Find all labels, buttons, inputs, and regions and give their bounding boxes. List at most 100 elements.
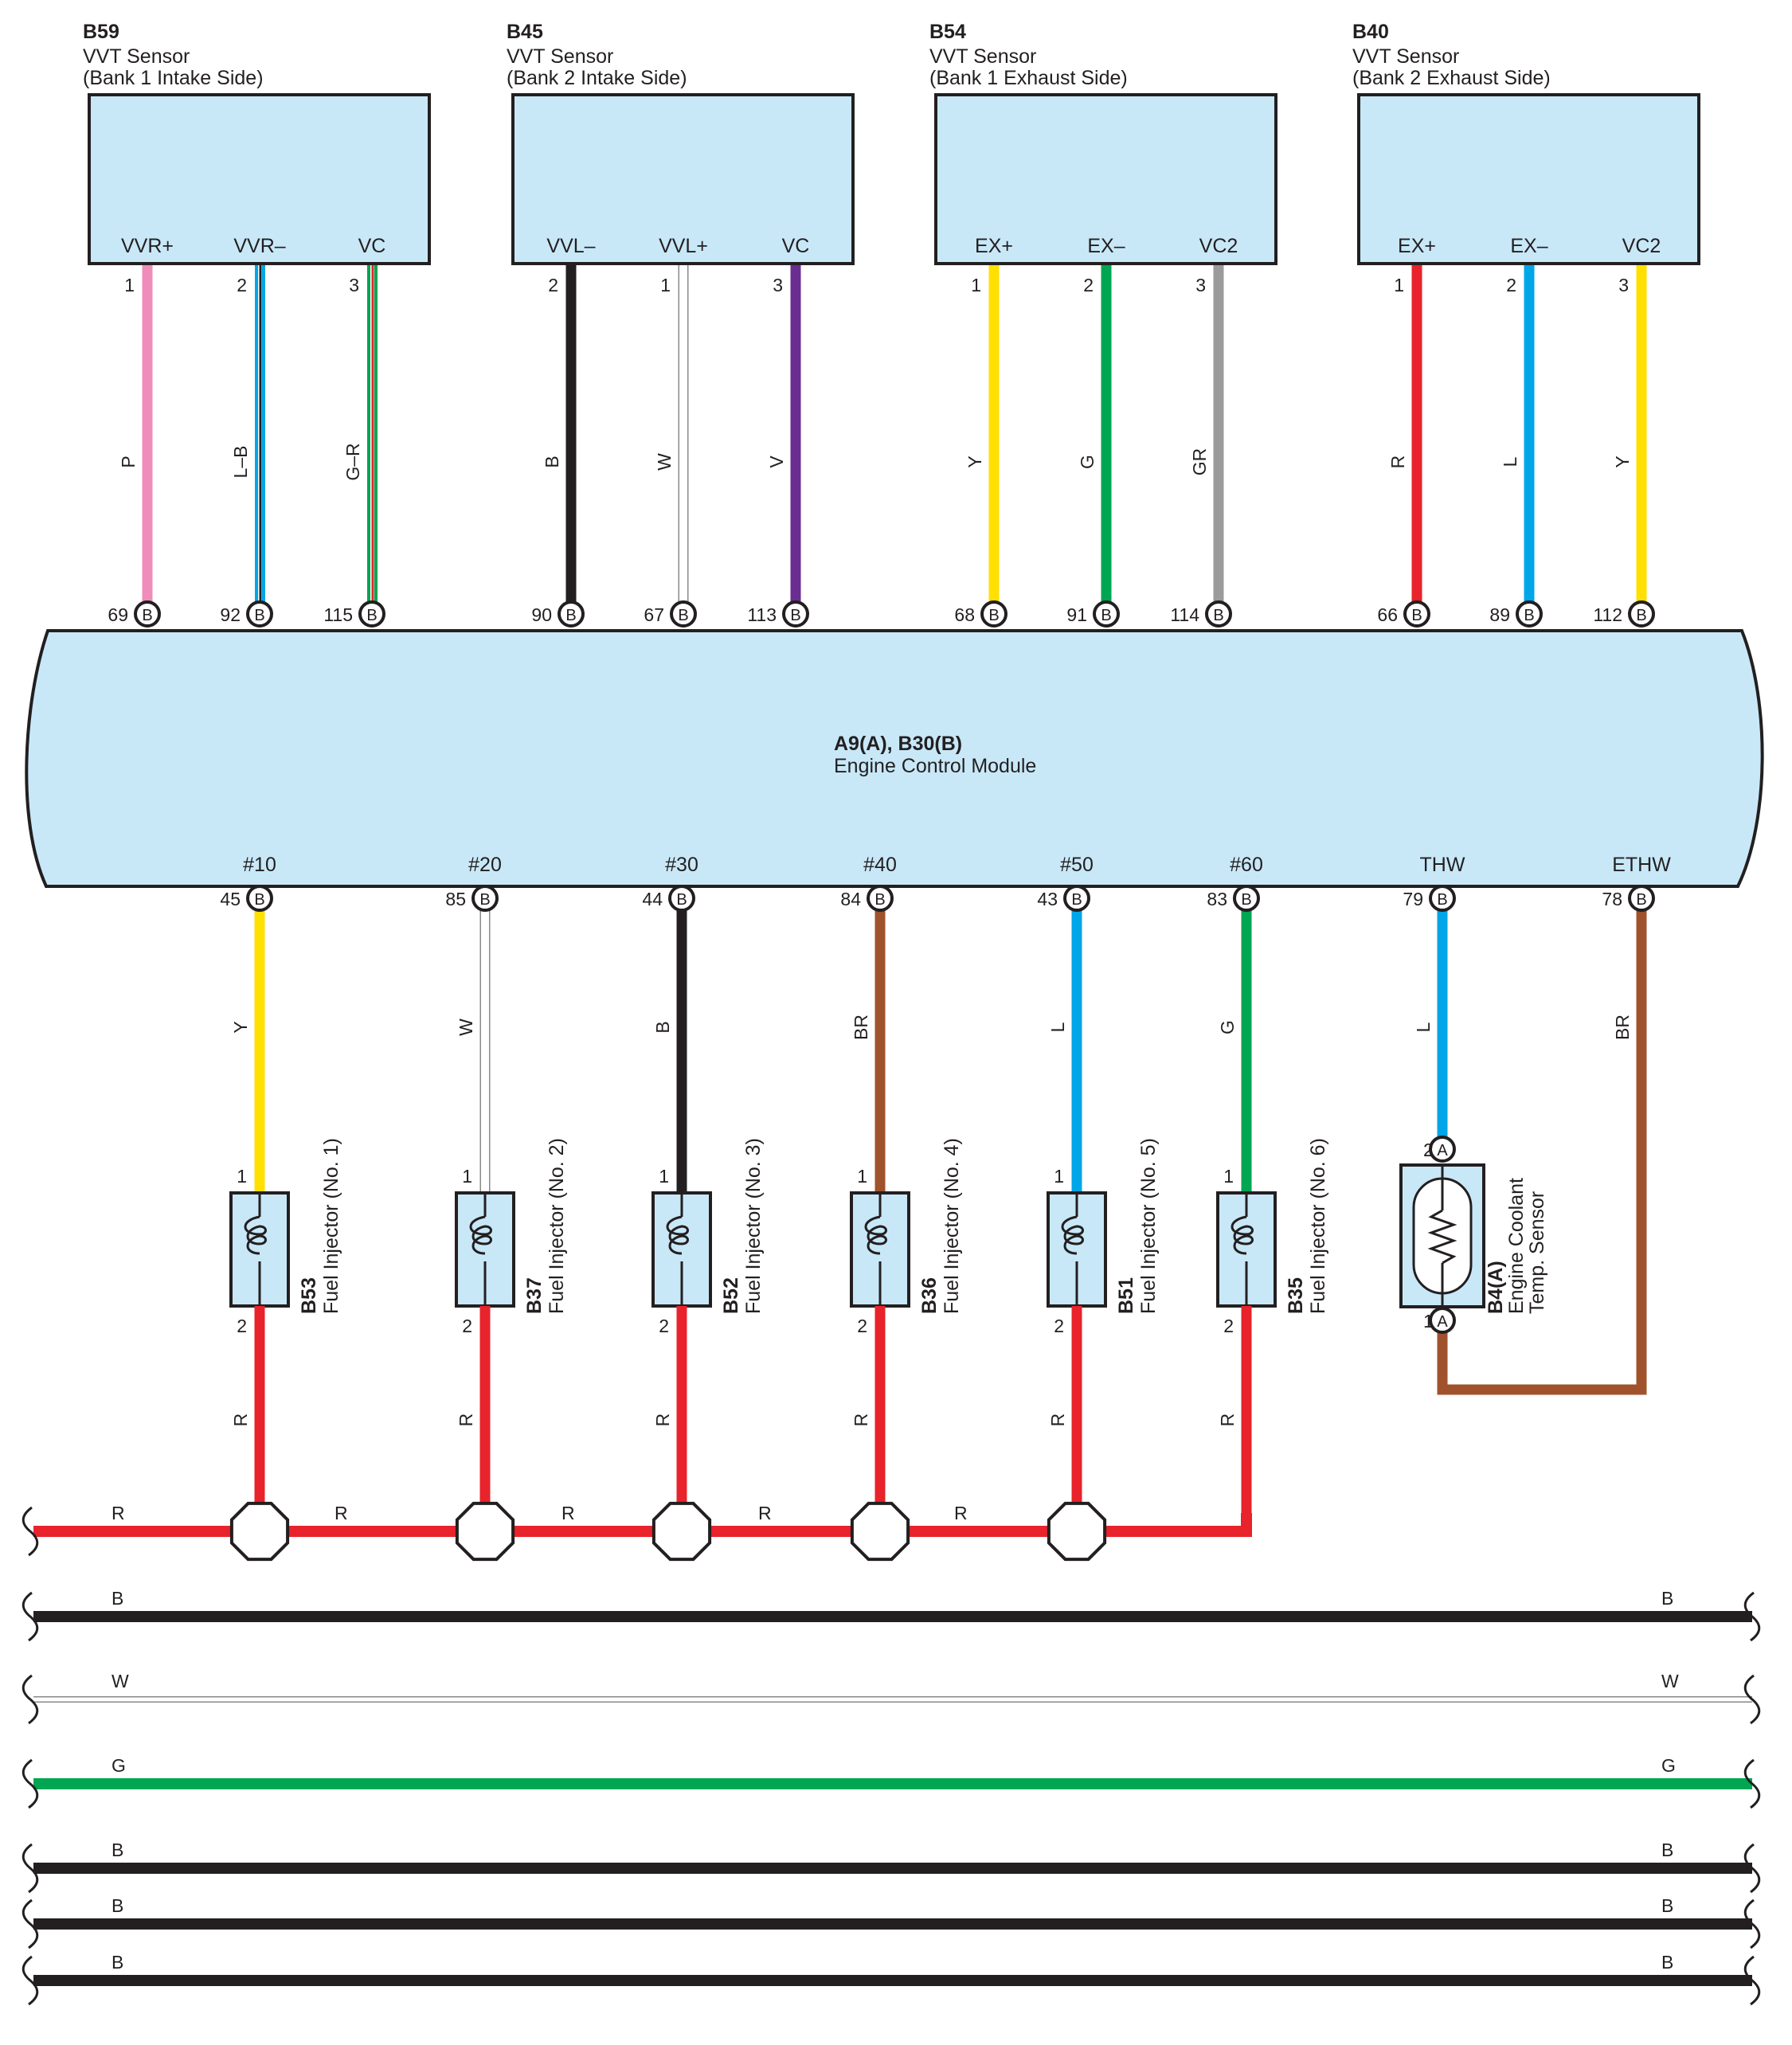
ecm-pin-3-2-number: 112 [1593, 604, 1622, 625]
ecm-bottom-pin-5-number: 83 [1207, 889, 1227, 909]
ecm-bottom-pin-5-circle-letter: B [1241, 891, 1251, 909]
sensor-2-terminal-2-name: VC2 [1199, 235, 1238, 257]
ecm-bottom-pin-0-number: 45 [220, 889, 241, 909]
sensor-3-terminal-1-name: EX– [1510, 235, 1547, 257]
bus-line-0-label-left: R [112, 1503, 125, 1523]
ecm-pin-2-1-number: 91 [1066, 604, 1087, 625]
injector-4-pin-bottom: 2 [1054, 1316, 1064, 1336]
ecm-pin-0-1-circle-letter: B [254, 607, 264, 624]
sensor-1-id: B45 [507, 21, 543, 43]
ecm-pin-3-0-circle-letter: B [1411, 607, 1422, 624]
ecm-bottom-terminal-7: ETHW [1612, 854, 1671, 876]
injector-5-name: Fuel Injector (No. 6) [1307, 1138, 1329, 1314]
sensor-2-wire-0-code: Y [964, 456, 985, 467]
sensor-1-sub: (Bank 2 Intake Side) [507, 67, 687, 89]
ecm-pin-2-2-number: 114 [1170, 604, 1199, 625]
sensor-1-terminal-1-name: VVL+ [659, 235, 708, 257]
ecm-pin-1-2-circle [782, 600, 809, 628]
sensor-0-wire-2-code: G–R [342, 443, 363, 480]
sensor-0-wire-0-code: P [118, 456, 139, 467]
sensor-1-terminal-0-name: VVL– [546, 235, 595, 257]
ecm-pin-3-1-circle [1516, 600, 1543, 628]
coolant-ground-code: BR [1612, 1015, 1633, 1040]
injector-3-name: Fuel Injector (No. 4) [941, 1138, 963, 1314]
splice-point-0-icon [229, 1501, 290, 1562]
ecm-pin-3-2-circle [1628, 600, 1655, 628]
ecm-pin-1-2-number: 113 [747, 604, 777, 625]
injector-4-coil-icon [1061, 1215, 1084, 1255]
ecm-pin-2-0-circle [980, 600, 1008, 628]
sensor-2-box [934, 93, 1277, 265]
coolant-sensor-id: B4(A) [1485, 1261, 1507, 1314]
coolant-pin-bottom-circle-letter: A [1437, 1313, 1448, 1331]
ecm-bottom-pin-7-circle [1628, 885, 1655, 912]
ecm-bottom-pin-6-circle [1429, 885, 1456, 912]
ecm-pin-0-0-circle [134, 600, 161, 628]
injector-0-return-code: R [230, 1414, 251, 1427]
injector-0-pin-bottom: 2 [237, 1316, 247, 1336]
ecm-bottom-terminal-0: #10 [243, 854, 276, 876]
sensor-1-terminal-2-name: VC [782, 235, 810, 257]
coolant-ground-wire [1437, 910, 1647, 1395]
ecm-pin-1-2-circle-letter: B [790, 607, 800, 624]
bus-line-0-segment-label-3: R [954, 1503, 968, 1523]
ecm-bottom-pin-2-number: 44 [642, 889, 663, 909]
sensor-3-terminal-2-pin: 3 [1618, 275, 1629, 295]
injector-2-signal-code: B [652, 1021, 673, 1033]
ecm-bottom-pin-1-circle [471, 885, 499, 912]
injector-5-pin-top: 1 [1223, 1166, 1234, 1187]
sensor-1-name: VVT Sensor [507, 45, 613, 68]
bus-line-5-break-right-icon [1743, 1898, 1761, 1949]
ecm-bottom-pin-0-circle-letter: B [254, 891, 264, 909]
sensor-2-id: B54 [929, 21, 966, 43]
coolant-sensor-line2: Temp. Sensor [1526, 1191, 1548, 1314]
injector-4-id: B51 [1115, 1277, 1137, 1314]
injector-3-id: B36 [918, 1277, 941, 1314]
sensor-3-wire-2-code: Y [1612, 456, 1633, 467]
injector-3-signal-code: BR [851, 1015, 871, 1040]
sensor-2-wire-2-code: GR [1189, 448, 1210, 476]
sensor-3-box [1357, 93, 1700, 265]
injector-2-id: B52 [720, 1277, 742, 1314]
sensor-2-sub: (Bank 1 Exhaust Side) [929, 67, 1128, 89]
coolant-sensor-line1: Engine Coolant [1505, 1178, 1528, 1314]
ecm-pin-3-1-number: 89 [1489, 604, 1510, 625]
bus-line-4-label-right: B [1661, 1840, 1673, 1860]
injector-4-return-code: R [1047, 1414, 1068, 1427]
ecm-bottom-pin-4-circle [1063, 885, 1090, 912]
sensor-3-wire-1-code: L [1500, 456, 1520, 467]
coolant-pin-top-circle [1429, 1136, 1456, 1163]
ecm-bottom-pin-1-number: 85 [445, 889, 466, 909]
ecm-bottom-pin-4-circle-letter: B [1071, 891, 1082, 909]
injector-0-coil-icon [244, 1215, 267, 1255]
bus-line-1-label-right: B [1661, 1588, 1673, 1609]
sensor-1-wire-0-code: B [542, 456, 562, 467]
coolant-resistor-icon [1427, 1209, 1457, 1265]
injector-6-return-bend [1195, 1513, 1252, 1537]
ecm-pin-0-2-circle-letter: B [366, 607, 377, 624]
sensor-0-terminal-2-pin: 3 [349, 275, 359, 295]
bus-line-2-break-right-icon [1743, 1674, 1761, 1725]
bus-line-6-label-right: B [1661, 1952, 1673, 1973]
splice-point-2-icon [651, 1501, 712, 1562]
ecm-bottom-pin-5-circle [1233, 885, 1260, 912]
sensor-3-terminal-0-name: EX+ [1398, 235, 1436, 257]
ecm-pin-0-1-circle [246, 600, 273, 628]
ecm-bottom-pin-3-circle [867, 885, 894, 912]
ecm-pin-0-2-circle [358, 600, 385, 628]
sensor-3-terminal-2-name: VC2 [1622, 235, 1661, 257]
bus-line-1-break-left-icon [22, 1591, 39, 1642]
sensor-0-terminal-2-name: VC [358, 235, 386, 257]
sensor-1-terminal-2-pin: 3 [773, 275, 783, 295]
injector-1-id: B37 [523, 1277, 546, 1314]
sensor-0-sub: (Bank 1 Intake Side) [83, 67, 264, 89]
ecm-bottom-pin-3-circle-letter: B [874, 891, 885, 909]
injector-0-name: Fuel Injector (No. 1) [320, 1138, 342, 1314]
bus-line-3-break-left-icon [22, 1758, 39, 1809]
bus-line-4-break-right-icon [1743, 1843, 1761, 1894]
injector-2-name: Fuel Injector (No. 3) [742, 1138, 765, 1314]
ecm-bottom-pin-0-circle [246, 885, 273, 912]
bus-line-3-label-right: G [1661, 1755, 1676, 1776]
sensor-0-terminal-1-pin: 2 [237, 275, 247, 295]
